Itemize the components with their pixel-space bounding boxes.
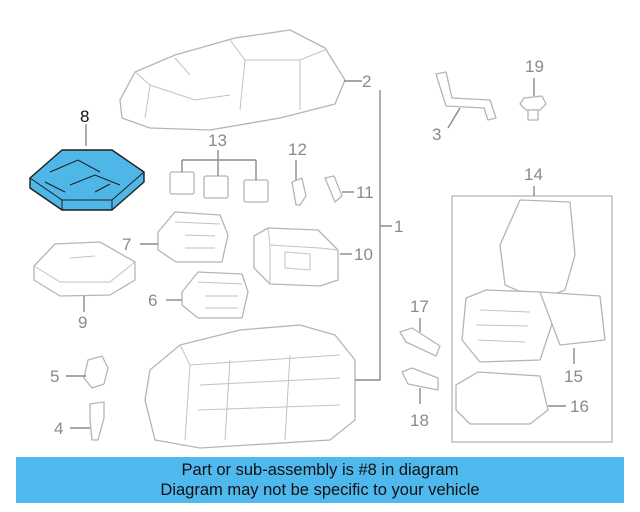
part-8-highlighted bbox=[29, 149, 145, 211]
part-5-grommet bbox=[83, 355, 109, 389]
callout-2: 2 bbox=[362, 72, 371, 91]
callout-numbers: 8 2 1 13 12 11 10 7 6 9 5 4 3 19 14 15 1… bbox=[50, 57, 589, 438]
part-18-connector bbox=[401, 367, 439, 391]
part-6-block bbox=[181, 271, 249, 319]
part-12-fuse bbox=[291, 177, 307, 206]
callout-6: 6 bbox=[148, 291, 157, 310]
callout-19: 19 bbox=[525, 57, 544, 76]
callout-16: 16 bbox=[570, 397, 589, 416]
info-banner: Part or sub-assembly is #8 in diagram Di… bbox=[16, 457, 624, 503]
part-3-bracket bbox=[435, 71, 497, 121]
callout-4: 4 bbox=[54, 419, 63, 438]
callout-11: 11 bbox=[356, 183, 374, 202]
callout-18: 18 bbox=[410, 411, 429, 430]
callout-5: 5 bbox=[50, 367, 59, 386]
part-10-relay-box bbox=[253, 227, 339, 287]
leader-lines bbox=[66, 78, 575, 429]
callout-17: 17 bbox=[410, 297, 429, 316]
callout-13: 13 bbox=[208, 131, 227, 150]
part-9-cover bbox=[33, 241, 136, 297]
part-17-connector bbox=[399, 327, 441, 357]
part-11-fuse bbox=[324, 175, 343, 203]
part-14-assembly bbox=[451, 195, 613, 443]
callout-10: 10 bbox=[354, 245, 373, 264]
callout-9: 9 bbox=[78, 313, 87, 332]
part-19-bolt bbox=[519, 95, 547, 121]
part-16-box bbox=[455, 371, 549, 425]
parts-diagram: 8 2 1 13 12 11 10 7 6 9 5 4 3 19 14 15 1… bbox=[29, 29, 613, 449]
callout-12: 12 bbox=[288, 140, 307, 159]
part-13-relays bbox=[169, 171, 269, 203]
callout-14: 14 bbox=[524, 165, 543, 184]
part-4-bolt bbox=[89, 401, 105, 441]
callout-3: 3 bbox=[432, 125, 441, 144]
banner-line-2: Diagram may not be specific to your vehi… bbox=[160, 481, 480, 499]
part-2-cover bbox=[119, 29, 346, 131]
part-7-block bbox=[157, 211, 229, 263]
callout-1: 1 bbox=[394, 217, 403, 236]
banner-line-1: Part or sub-assembly is #8 in diagram bbox=[181, 461, 459, 479]
callout-7: 7 bbox=[122, 235, 131, 254]
part-1-lower-box bbox=[144, 324, 356, 449]
callout-15: 15 bbox=[564, 367, 583, 386]
callout-8: 8 bbox=[80, 107, 89, 126]
